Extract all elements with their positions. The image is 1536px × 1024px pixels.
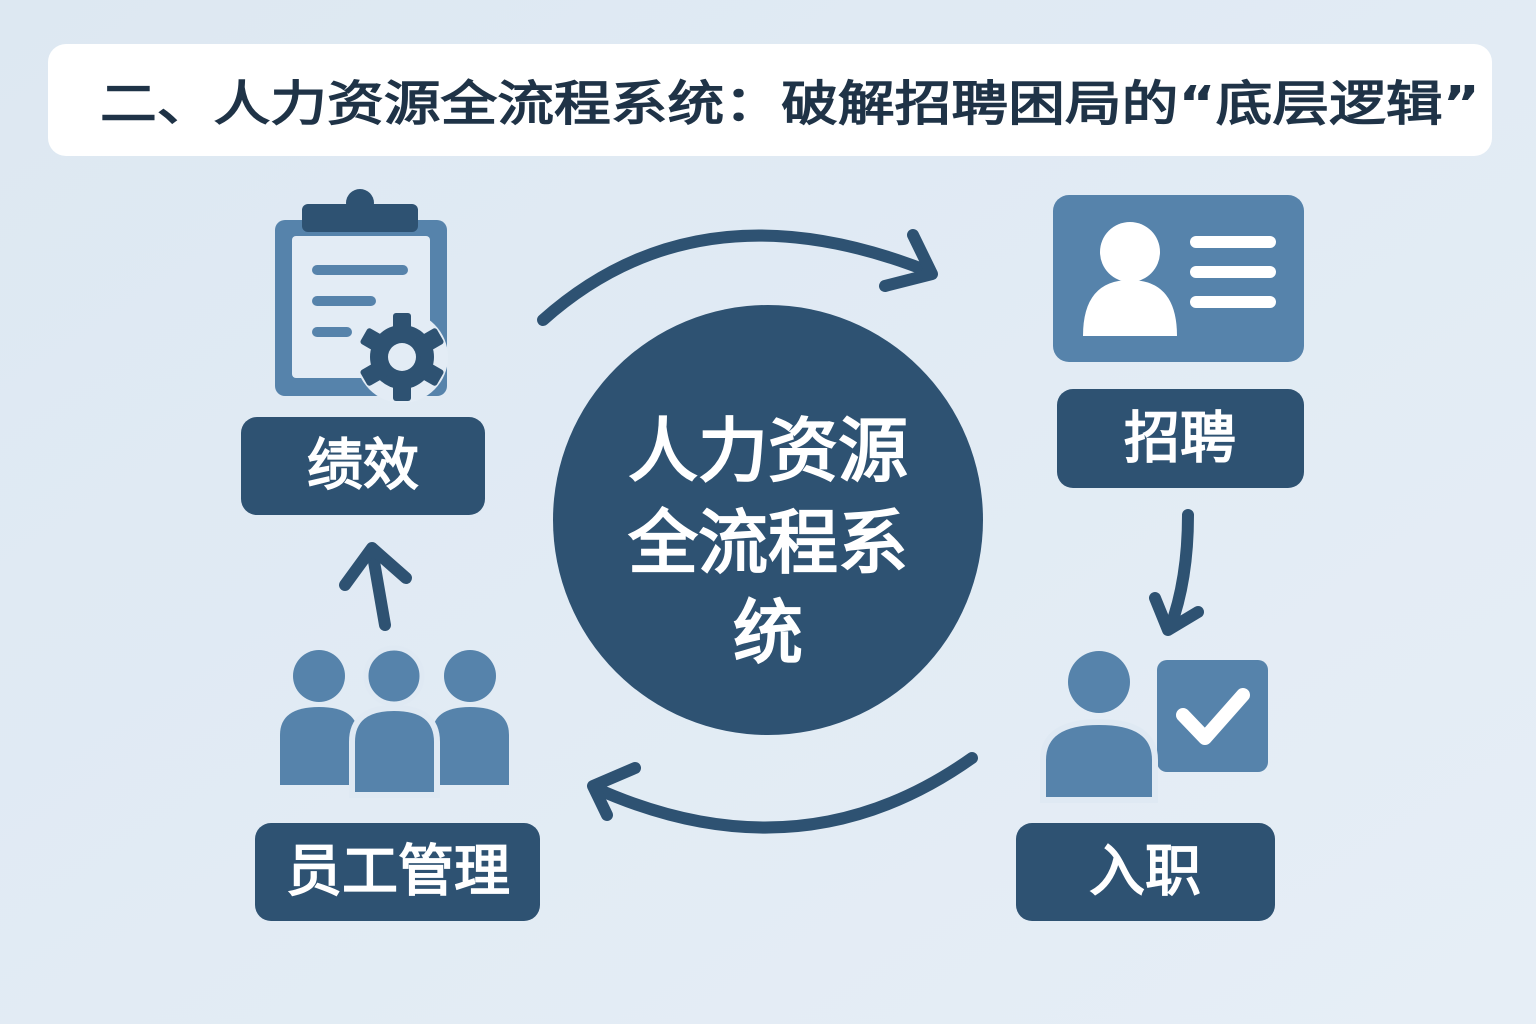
center-text-line1: 人力资源 — [628, 410, 908, 492]
stage-onboard-label: 入职 — [1089, 840, 1201, 905]
stage-recruit-label: 招聘 — [1124, 407, 1236, 472]
stage-onboard: 入职 — [1016, 823, 1275, 921]
arrow-top — [537, 229, 938, 326]
clipboard-gear-icon — [275, 189, 448, 403]
title-banner: 二、人力资源全流程系统：破解招聘困局的“底层逻辑” — [48, 44, 1492, 156]
id-card-icon — [1053, 195, 1304, 362]
stage-performance: 绩效 — [241, 417, 485, 515]
page-title: 二、人力资源全流程系统：破解招聘困局的“底层逻辑” — [100, 76, 1480, 132]
stage-recruit: 招聘 — [1057, 389, 1304, 488]
center-text-line2: 全流程系 — [627, 502, 908, 584]
arrow-bottom — [587, 752, 978, 834]
arrow-left — [339, 542, 412, 631]
center-circle: 人力资源 全流程系 统 — [553, 305, 983, 735]
arrow-right — [1149, 509, 1204, 636]
stage-employee-label: 员工管理 — [286, 840, 510, 905]
center-text-line3: 统 — [733, 592, 803, 674]
stage-performance-label: 绩效 — [307, 434, 419, 499]
person-checkbox-icon — [1040, 651, 1268, 803]
stage-employee-management: 员工管理 — [255, 823, 540, 921]
people-group-icon — [280, 645, 509, 798]
